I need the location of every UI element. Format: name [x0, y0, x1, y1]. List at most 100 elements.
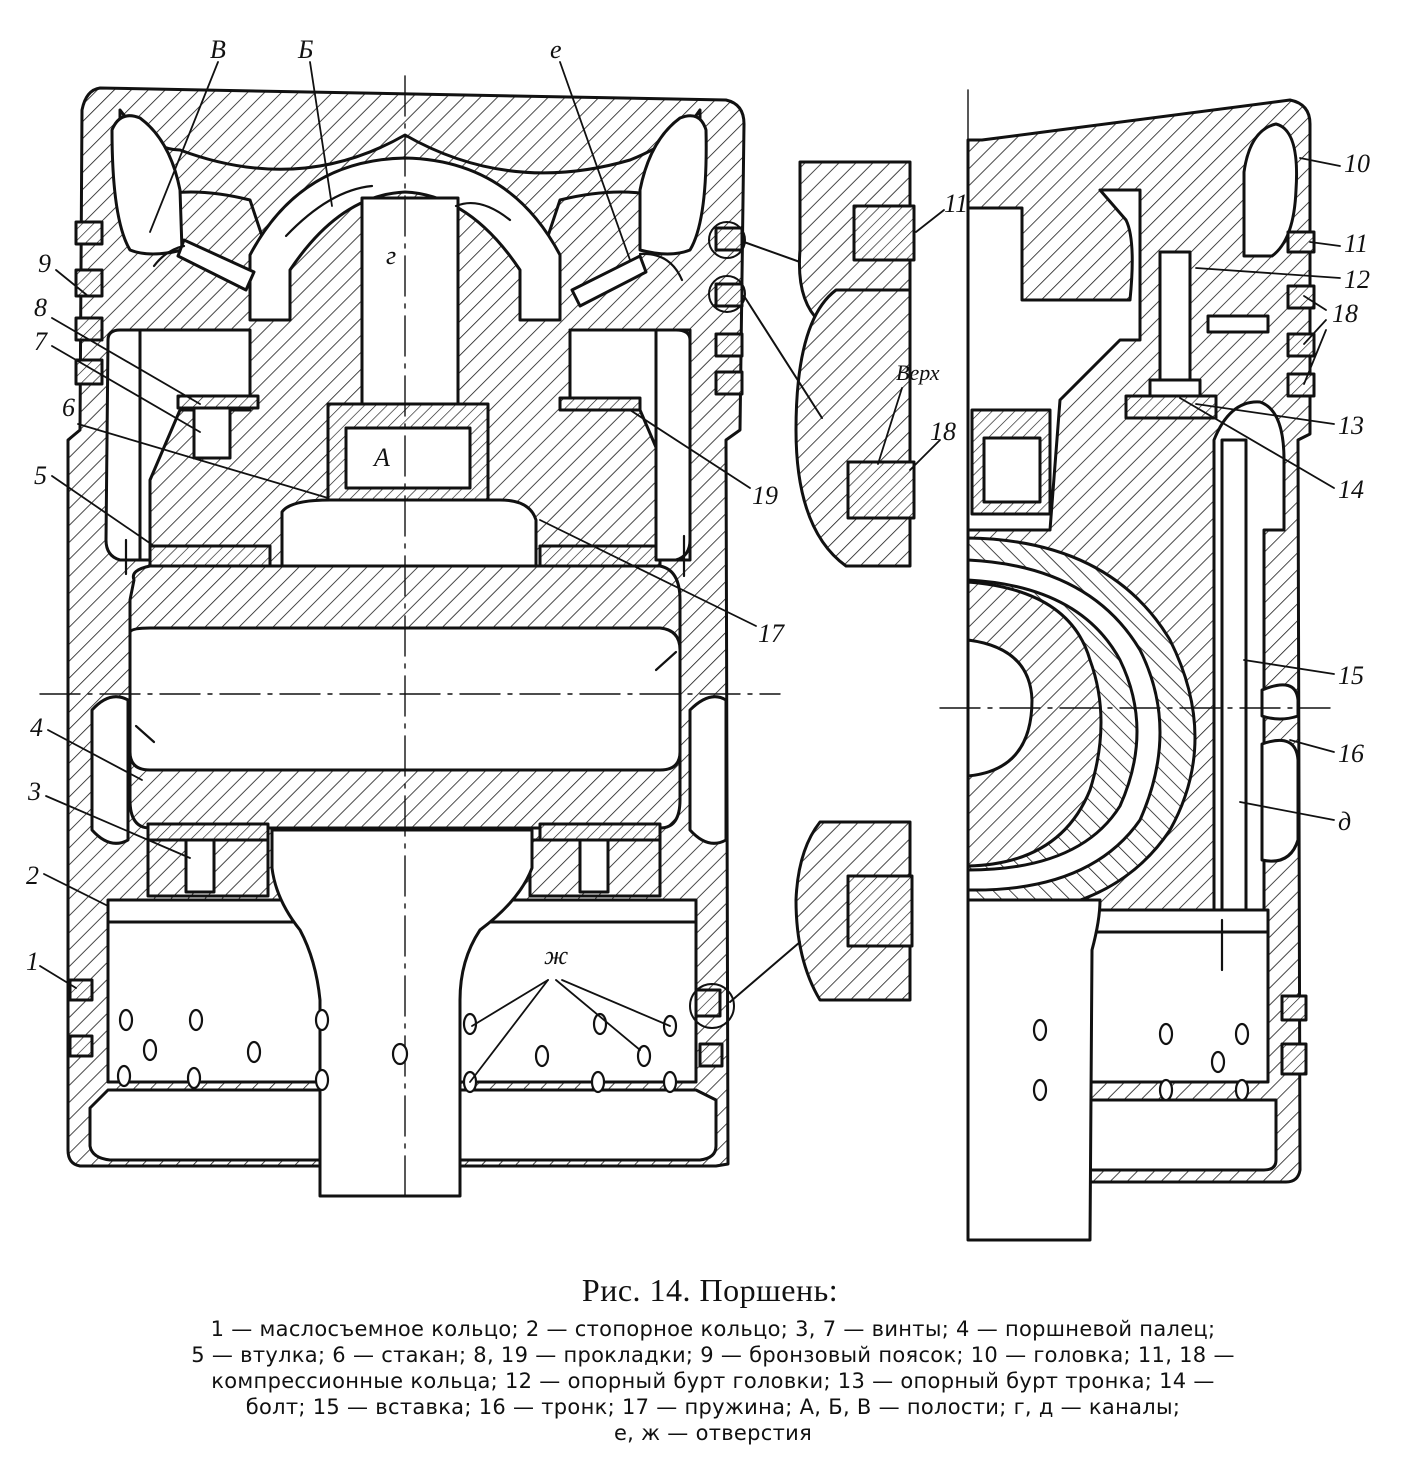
label-g: г [386, 241, 396, 270]
arrow-pin-right [654, 650, 678, 672]
label-4: 4 [30, 713, 43, 742]
label-11: 11 [1344, 229, 1368, 258]
figure-legend: 1 — маслосъемное кольцо; 2 — стопорное к… [48, 1316, 1378, 1446]
leader-lines [39, 61, 1341, 1083]
channel-g [360, 196, 460, 410]
gasket-8 [176, 394, 260, 410]
leader-1 [39, 965, 77, 989]
oil-holes-zh [116, 1008, 678, 1094]
leader-18-detail [909, 439, 941, 471]
label-15: 15 [1338, 661, 1364, 690]
arrow-cavity-b-left [284, 184, 374, 238]
leader-16 [1289, 739, 1335, 753]
label-14: 14 [1338, 475, 1364, 504]
label-3: 3 [27, 777, 41, 806]
label-19: 19 [752, 481, 778, 510]
label-a: А [372, 443, 390, 472]
support-collar-12 [1206, 314, 1270, 334]
ring-18-right-c [1286, 372, 1316, 398]
figure-caption: Рис. 14. Поршень: [581, 1272, 839, 1308]
bolt-14 [1158, 250, 1192, 394]
leader-zh-2 [469, 979, 549, 1083]
leader-d [1239, 801, 1335, 821]
ring-18-right-a [1286, 284, 1316, 310]
label-17: 17 [758, 619, 785, 648]
bushing-lower-right [538, 822, 662, 842]
piston-cross-section-drawing: В Б е г А 9 8 7 6 5 4 3 2 1 19 17 ж 11 В… [26, 35, 1370, 1242]
trunk-recess-lower [1260, 739, 1300, 863]
leader-3 [45, 795, 191, 859]
right-cup-inner [982, 436, 1042, 504]
label-e: е [550, 35, 562, 64]
label-12: 12 [1344, 265, 1370, 294]
leader-5 [51, 475, 155, 547]
leader-8 [51, 317, 201, 405]
oil-ring-right-half-1 [1280, 994, 1308, 1022]
oil-channel-left [104, 328, 142, 562]
ring-9-a [74, 220, 104, 246]
detail-ring-18-insert [846, 460, 916, 520]
leader-v [149, 61, 219, 233]
leader-15 [1243, 659, 1335, 675]
spring-seat [280, 498, 538, 574]
leader-12 [1195, 267, 1341, 279]
ring-right-b [714, 282, 744, 308]
label-18: 18 [1332, 299, 1358, 328]
leader-17 [539, 519, 757, 627]
oil-ring-left-1 [68, 978, 94, 1002]
leader-9 [55, 269, 89, 297]
leader-2 [43, 873, 109, 907]
leader-6 [77, 423, 329, 499]
oil-ring-right-half-2 [1280, 1042, 1308, 1076]
ring-9-c [74, 316, 104, 342]
legend-line: 1 — маслосъемное кольцо; 2 — стопорное к… [210, 1317, 1216, 1341]
label-d: д [1338, 807, 1351, 836]
leader-7 [51, 345, 201, 433]
oil-channel-right [654, 328, 692, 562]
leader-b [309, 61, 333, 207]
wall-recess-right [688, 695, 728, 845]
label-13: 13 [1338, 411, 1364, 440]
label-verkh: Верх [896, 360, 940, 385]
bolt-14-head [1148, 378, 1202, 398]
leader-19 [629, 409, 751, 489]
detail-ring-1-insert [846, 874, 914, 948]
detail-marker-3 [689, 983, 735, 1029]
wall-recess-left [90, 695, 130, 845]
legend-line: е, ж — отверстия [613, 1421, 813, 1445]
leader-detail-18 [743, 295, 823, 419]
oil-ring-right-2 [698, 1042, 724, 1068]
leader-4 [47, 729, 143, 781]
arrow-pin-left [134, 724, 156, 744]
leader-10 [1299, 157, 1341, 167]
ring-right-c [714, 332, 744, 358]
right-rod [966, 898, 1102, 1242]
leader-e [559, 61, 631, 261]
leader-detail-1 [729, 941, 801, 1003]
hole-v-left [176, 238, 256, 292]
ring-9-b [74, 268, 104, 298]
leader-14 [1179, 397, 1335, 489]
label-8: 8 [34, 293, 47, 322]
detail-ring-18 [794, 288, 912, 568]
oil-ring-right-1 [694, 988, 722, 1018]
detail-ring-11-insert [852, 204, 916, 262]
leader-13 [1195, 403, 1335, 425]
part-labels: В Б е г А 9 8 7 6 5 4 3 2 1 19 17 ж 11 В… [26, 35, 1370, 976]
legend-line: 5 — втулка; 6 — стакан; 8, 19 — прокладк… [191, 1343, 1235, 1367]
detail-marker-1 [708, 221, 746, 259]
legend-line: болт; 15 — вставка; 16 — тронк; 17 — пру… [245, 1395, 1181, 1419]
arrow-cavity-e [638, 252, 684, 282]
screw-3-left [184, 838, 216, 894]
label-v: В [210, 35, 226, 64]
label-5: 5 [34, 461, 47, 490]
gasket-19 [558, 396, 642, 412]
label-10: 10 [1344, 149, 1370, 178]
right-head-cavity [1242, 122, 1299, 258]
legend-line: компрессионные кольца; 12 — опорный бурт… [211, 1369, 1215, 1393]
leader-11-detail [915, 209, 945, 233]
oil-holes-right [1032, 1018, 1250, 1102]
cup-a-inner [344, 426, 472, 490]
trunk-recess-upper [1260, 683, 1300, 721]
arrow-cavity-b-right [454, 202, 512, 222]
